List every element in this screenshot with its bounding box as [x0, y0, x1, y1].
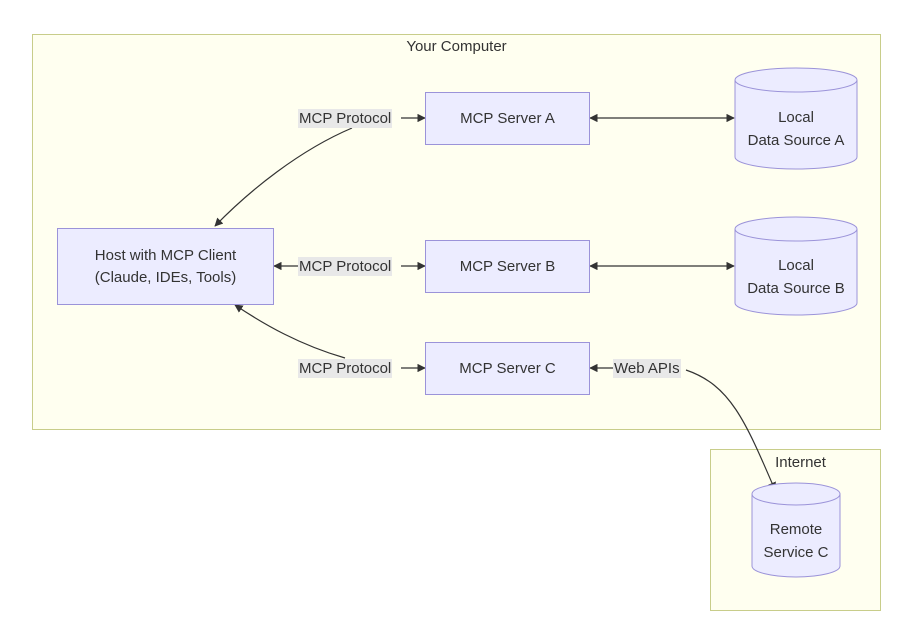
host-node: Host with MCP Client (Claude, IDEs, Tool…: [57, 228, 274, 305]
remote-service-c-line1: Remote: [769, 521, 823, 538]
edge-label-protocol-c: MCP Protocol: [298, 359, 393, 378]
edge-label-protocol-a: MCP Protocol: [298, 109, 393, 128]
server-a-node: MCP Server A: [425, 92, 590, 145]
server-a-label: MCP Server A: [460, 109, 555, 127]
edge-host-label-c: [234, 304, 346, 359]
data-source-b-label: Local Data Source B: [735, 254, 857, 300]
group-internet: Internet: [710, 449, 881, 611]
host-label-line1: Host with MCP Client: [94, 246, 237, 264]
data-source-b-line2: Data Source B: [747, 280, 845, 297]
server-b-label: MCP Server B: [459, 257, 556, 275]
remote-service-c-line2: Service C: [763, 544, 829, 561]
edge-webapis-remote: [685, 369, 776, 491]
group-title-your-computer: Your Computer: [406, 38, 507, 55]
edge-label-protocol-b: MCP Protocol: [298, 257, 393, 276]
cylinder-remote-service-c: [751, 482, 841, 578]
server-b-node: MCP Server B: [425, 240, 590, 293]
group-title-internet: Internet: [775, 454, 826, 471]
cylinder-data-source-b: [734, 216, 858, 316]
data-source-b-line1: Local: [778, 257, 814, 274]
server-c-label: MCP Server C: [459, 359, 556, 377]
host-label-line2: (Claude, IDEs, Tools): [94, 268, 237, 286]
server-c-node: MCP Server C: [425, 342, 590, 395]
data-source-a-line2: Data Source A: [747, 132, 845, 149]
remote-service-c-label: Remote Service C: [752, 518, 840, 564]
edge-host-label-a: [214, 127, 353, 227]
data-source-a-line1: Local: [778, 109, 814, 126]
data-source-a-label: Local Data Source A: [735, 106, 857, 152]
cylinder-data-source-a: [734, 67, 858, 170]
edge-label-web-apis: Web APIs: [613, 359, 681, 378]
